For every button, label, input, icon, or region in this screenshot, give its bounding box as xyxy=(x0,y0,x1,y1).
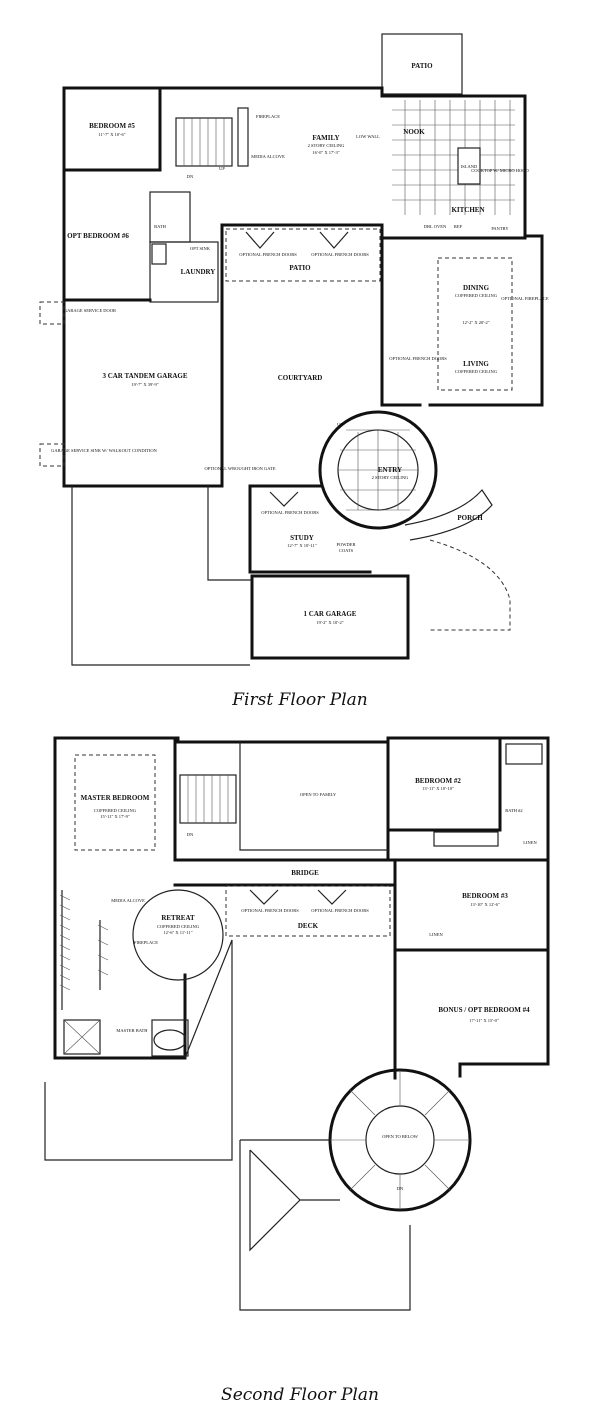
entry-up-label: UP xyxy=(337,422,343,427)
living-coffered: COFFERED CEILING xyxy=(455,369,498,374)
bedroom5-dim: 11'-7" X 10'-6" xyxy=(98,132,125,137)
pantry-label: PANTRY xyxy=(491,226,509,231)
second-floor-caption: Second Floor Plan xyxy=(221,1385,379,1405)
one-car-garage xyxy=(250,574,410,660)
master-sub: COFFERED CEILING xyxy=(94,808,137,813)
upper-french-doors-1: OPTIONAL FRENCH DOORS xyxy=(241,908,299,913)
french-doors-label-3: OPTIONAL FRENCH DOORS xyxy=(389,356,447,361)
dining-coffered: COFFERED CEILING xyxy=(455,293,498,298)
bedroom6-label: OPT BEDROOM #6 xyxy=(67,232,129,240)
bedroom2-label: BEDROOM #2 xyxy=(415,777,461,785)
study-dim: 12'-7" X 10'-11" xyxy=(287,543,317,548)
kitchen-island xyxy=(457,147,481,185)
garage-service-label: GARAGE SERVICE SINK W/ WALKOUT CONDITION xyxy=(51,448,158,453)
master-bath-label: MASTER BATH xyxy=(116,1028,148,1033)
media-alcove-label: MEDIA ALCOVE xyxy=(251,154,285,159)
french-doors-label-4: OPTIONAL FRENCH DOORS xyxy=(261,510,319,515)
bedroom3-label: BEDROOM #3 xyxy=(462,892,508,900)
entry-label: ENTRY xyxy=(378,466,402,474)
bath-block xyxy=(149,191,191,243)
master-label: MASTER BEDROOM xyxy=(81,794,150,802)
bedroom3-dim: 13'-10" X 12'-6" xyxy=(470,902,500,907)
french-doors-label-2: OPTIONAL FRENCH DOORS xyxy=(311,252,369,257)
french-doors-label-1: OPTIONAL FRENCH DOORS xyxy=(239,252,297,257)
dbl-oven-label: DBL OVEN xyxy=(424,224,447,229)
main-stair xyxy=(175,117,233,167)
patio-mid-label: PATIO xyxy=(289,264,311,272)
garage1-dim: 19'-2" X 10'-2" xyxy=(316,620,343,625)
family-label: FAMILY xyxy=(312,134,339,142)
powder-label: POWDER xyxy=(337,542,356,547)
patio-top xyxy=(381,33,463,95)
low-wall-label: LOW WALL xyxy=(356,134,380,139)
cooktop-label: COOKTOP W/ MICRO HOOD xyxy=(471,168,529,173)
family-dim: 16'-0" X 17'-3" xyxy=(312,150,339,155)
courtyard-label: COURTYARD xyxy=(278,374,323,382)
kitchen-tile-grid xyxy=(392,100,515,215)
garage1-label: 1 CAR GARAGE xyxy=(304,610,357,618)
open-family-label: OPEN TO FAMILY xyxy=(300,792,337,797)
first-floor-caption: First Floor Plan xyxy=(232,690,368,710)
garage-service-door-label: GARAGE SERVICE DOOR xyxy=(64,308,116,313)
nook-label: NOOK xyxy=(403,128,425,136)
dining-coffered-outline xyxy=(437,257,513,391)
retreat-sub: COFFERED CEILING xyxy=(157,924,200,929)
garage3-dim: 19'-7" X 39'-9" xyxy=(131,382,158,387)
dining-dim: 12'-2" X 20'-2" xyxy=(462,320,489,325)
coats-label: COATS xyxy=(339,548,354,553)
porch-label: PORCH xyxy=(457,514,483,522)
closet-racks xyxy=(59,890,109,1010)
bonus-dim: 17'-11" X 15'-0" xyxy=(469,1018,499,1023)
upper-french-doors-2: OPTIONAL FRENCH DOORS xyxy=(311,908,369,913)
wrought-iron-label: OPTIONAL WROUGHT IRON GATE xyxy=(204,466,275,471)
retreat-dim: 12'-6" X 11'-11" xyxy=(163,930,192,935)
linen-label-1: LINEN xyxy=(523,840,537,845)
kitchen-label: KITCHEN xyxy=(451,206,484,214)
second-floor-walls xyxy=(53,736,550,1078)
upper-dn-label: DN xyxy=(187,832,194,837)
entry-sub: 2 STORY CEILING xyxy=(372,475,410,480)
entry-rotunda xyxy=(318,410,438,530)
master-dim: 15'-11" X 17'-9" xyxy=(100,814,130,819)
study-label: STUDY xyxy=(290,534,314,542)
dining-label: DINING xyxy=(463,284,490,292)
bath-label: BATH xyxy=(154,224,167,229)
porch-curve xyxy=(404,489,493,541)
ref-label: REF xyxy=(454,224,463,229)
upper-stair xyxy=(179,774,237,824)
second-floor-plan: MASTER BEDROOM COFFERED CEILING 15'-11" … xyxy=(44,736,550,1311)
first-floor-plan: PATIO BEDROOM #5 11'-7" X 10'-6" DN UP F… xyxy=(39,33,549,666)
bridge-label: BRIDGE xyxy=(291,869,319,877)
laundry-label: LAUNDRY xyxy=(181,268,216,276)
opt-sink-label: OPT SINK xyxy=(190,246,211,251)
upper-media-label: MEDIA ALCOVE xyxy=(111,898,145,903)
living-label: LIVING xyxy=(463,360,489,368)
bedroom2-dim: 13'-11" X 10'-10" xyxy=(422,786,454,791)
garage3-label: 3 CAR TANDEM GARAGE xyxy=(102,372,187,380)
dn-label: DN xyxy=(187,174,194,179)
island-label: ISLAND xyxy=(461,164,478,169)
deck-label: DECK xyxy=(298,922,319,930)
exterior-walls-main xyxy=(62,86,544,488)
spiral-dn-label: DN xyxy=(397,1186,404,1191)
linen-label-2: LINEN xyxy=(429,932,443,937)
opt-fireplace-label: OPTIONAL FIREPLACE xyxy=(501,296,549,301)
bath2-label: BATH #2 xyxy=(505,808,522,813)
patio-top-label: PATIO xyxy=(411,62,433,70)
open-below-label: OPEN TO BELOW xyxy=(382,1134,419,1139)
bedroom5-label: BEDROOM #5 xyxy=(89,122,135,130)
up-label: UP xyxy=(219,166,225,171)
retreat-rotunda xyxy=(132,889,224,981)
bonus-label: BONUS / OPT BEDROOM #4 xyxy=(438,1006,530,1014)
family-sub: 2 STORY CEILING xyxy=(308,143,346,148)
roof-outline xyxy=(44,939,411,1311)
upper-fireplace-label: FIREPLACE xyxy=(134,940,158,945)
fireplace-label: FIREPLACE xyxy=(256,114,280,119)
retreat-label: RETREAT xyxy=(161,914,195,922)
